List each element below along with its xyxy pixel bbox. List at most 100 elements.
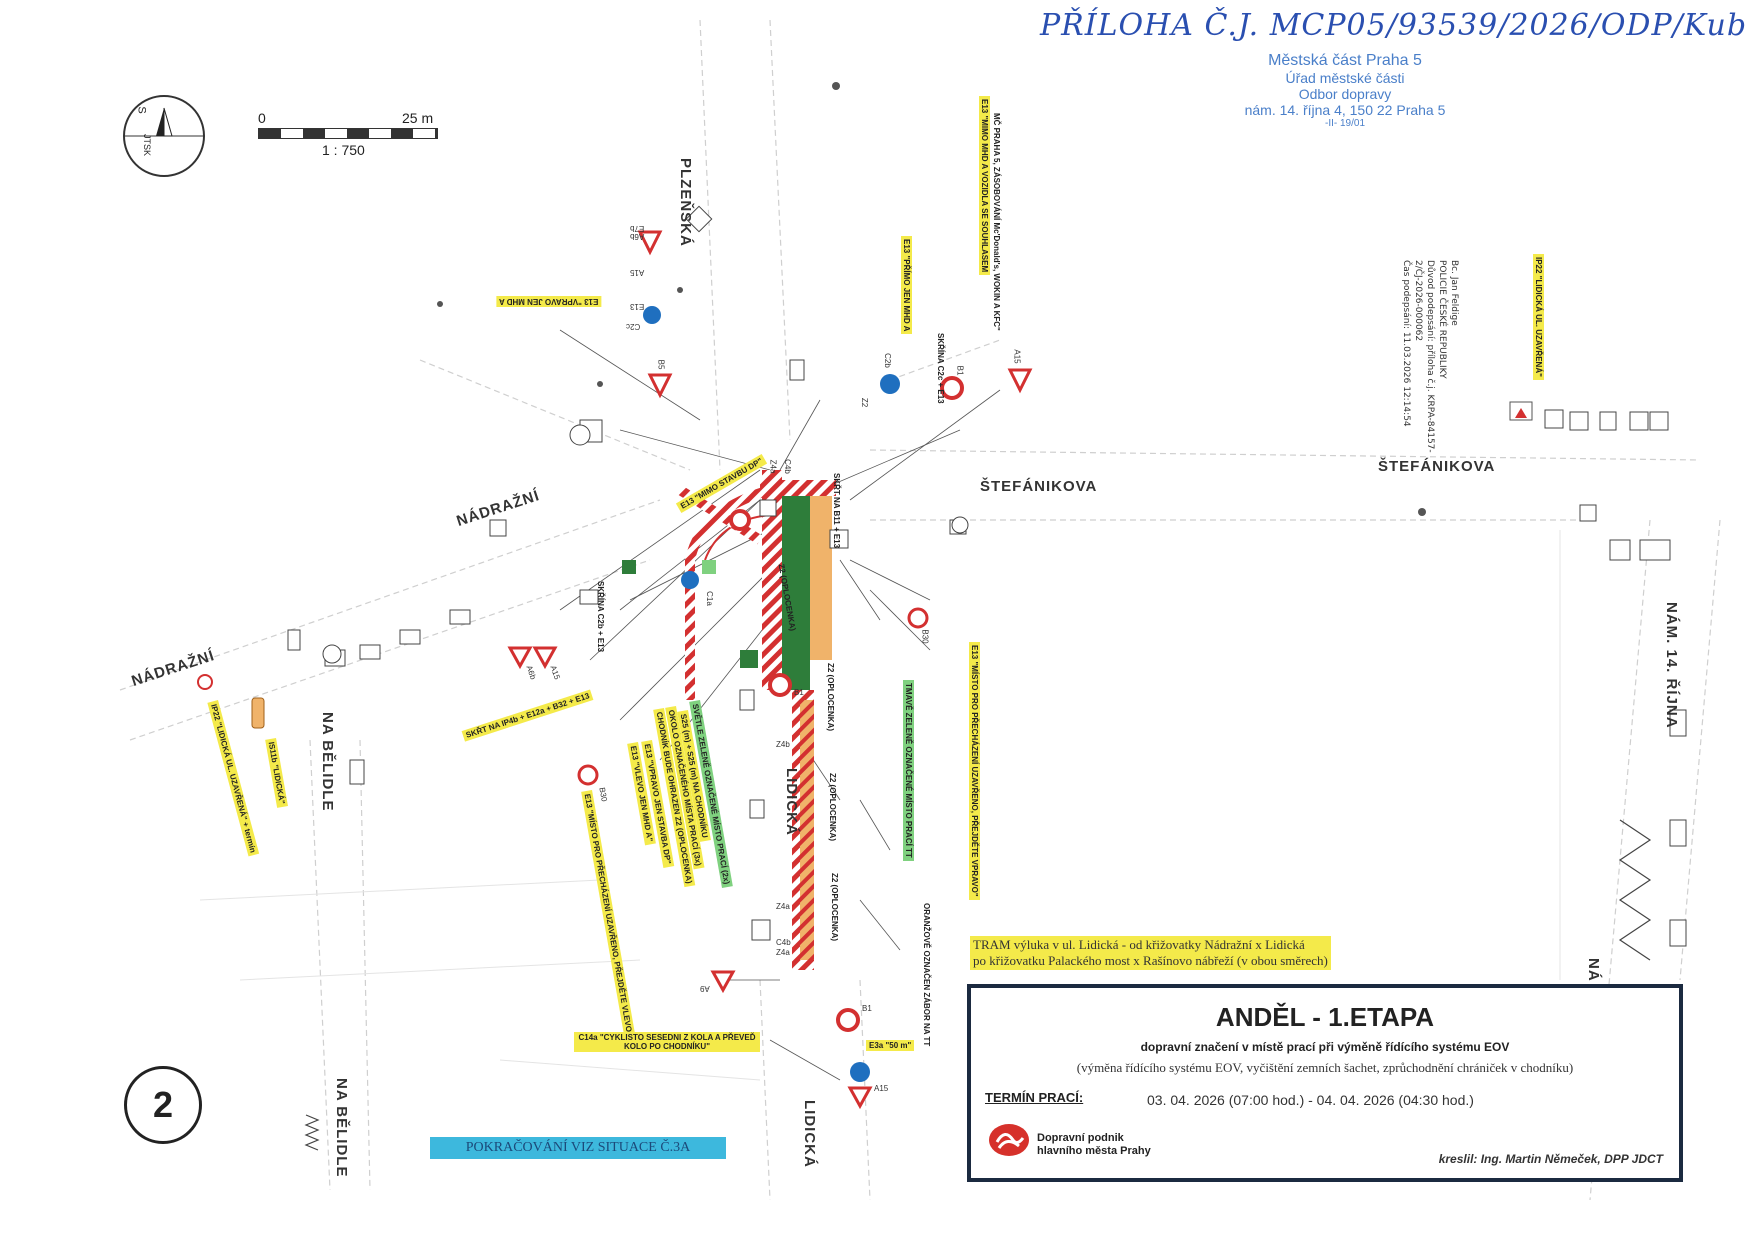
street-nam-14-rijna: NÁM. 14. ŘÍJNA	[1663, 602, 1680, 729]
sign-c2c	[643, 306, 661, 324]
code-b1-bottom: B1	[862, 1004, 872, 1013]
sign-a15-top	[637, 230, 663, 256]
barrier-hatch-lower-orange	[800, 700, 814, 960]
jtsk-label: JTSK	[142, 133, 153, 157]
street-nam-edge: NÁ	[1585, 958, 1602, 982]
code-z4a-mid: Z4a	[776, 902, 790, 911]
term-value: 03. 04. 2026 (07:00 hod.) - 04. 04. 2026…	[1147, 1092, 1474, 1108]
compass-label: S	[135, 106, 148, 114]
sign-b1-top	[940, 376, 964, 400]
signature-line-2: POLICIE ČESKÉ REPUBLIKY	[1437, 260, 1447, 379]
code-b1: B1	[955, 365, 965, 376]
code-z4b: Z4b	[776, 740, 790, 749]
sign-b1-a	[729, 509, 751, 531]
misc-signs	[287, 205, 969, 941]
street-stefanikova-1: ŠTEFÁNIKOVA	[980, 478, 1098, 495]
note-skrina-c2c: SKŘÍNA C2c + E13	[936, 333, 945, 404]
note-skrina-c2b: SKŘÍNA C2b + E13	[596, 581, 605, 653]
stamp-line-4: nám. 14. října 4, 150 22 Praha 5	[1244, 102, 1446, 118]
barrier-hatch-left	[762, 470, 782, 690]
note-e3a: E3a "50 m"	[866, 1040, 915, 1051]
note-mimo-mhd: E13 "MIMO MHD A VOZIDLA SE SOUHLASEM	[979, 96, 990, 276]
work-patch-3	[702, 560, 716, 574]
code-b30-right: B30	[920, 629, 930, 644]
code-a9: A9	[700, 984, 710, 993]
scale-max: 25 m	[402, 110, 434, 126]
code-c2c: C2c	[626, 322, 641, 331]
author: kreslil: Ing. Martin Němeček, DPP JDCT	[1438, 1152, 1663, 1166]
title-block: ANDĚL - 1.ETAPA dopravní značení v místě…	[967, 984, 1683, 1182]
sign-ip22-left	[197, 674, 213, 690]
note-oranzove: ORANŽOVĚ OZNAČEN ZÁBOR NA TT	[922, 903, 931, 1047]
sign-is11b	[251, 697, 265, 729]
sign-b5	[647, 373, 673, 399]
code-c4b: C4b	[782, 459, 792, 474]
sign-c1a	[850, 1062, 870, 1082]
project-subtitle: dopravní značení v místě prací při výměn…	[1140, 1040, 1510, 1054]
code-a15-bottom: A15	[874, 1084, 889, 1093]
note-prechazeni-right: E13 "MÍSTO PRO PŘECHÁZENÍ UZAVŘENO, PŘEJ…	[969, 642, 980, 900]
code-e13: E13	[630, 302, 645, 311]
company-line-1: Dopravní podnik	[1037, 1132, 1124, 1144]
note-z2-oplocenka-3: Z2 (OPLOCENKA)	[830, 873, 839, 941]
stamp-line-5: -II- 19/01	[1324, 118, 1366, 129]
stamp-line-1: Městská část Praha 5	[1268, 52, 1422, 69]
dots	[437, 82, 1426, 516]
code-a6b: A6b	[630, 232, 645, 241]
code-b5: B5	[656, 359, 666, 370]
street-stefanikova-2: ŠTEFÁNIKOVA	[1378, 458, 1496, 475]
project-description: (výměna řídícího systému EOV, vyčištění …	[1076, 1060, 1574, 1075]
stamp-line-3: Odbor dopravy	[1298, 86, 1392, 102]
barrier-curve	[685, 485, 772, 700]
code-z4a: Z4a	[768, 459, 778, 474]
barrier-hatch-top	[760, 480, 836, 496]
term-label: TERMÍN PRACÍ:	[985, 1090, 1084, 1105]
code-z4a-bottom: Z4a	[776, 948, 790, 957]
signature-line-5: Čas podepsání: 11.03.2026 12:14:54	[1401, 260, 1411, 427]
note-z2-oplocenka-1: Z2 (OPLOCENKA)	[826, 663, 835, 731]
code-c4b-bottom: C4b	[776, 938, 791, 947]
tram-note-line-2: po křižovatku Palackého most x Rašínovo …	[973, 953, 1328, 968]
sign-b30-right	[907, 607, 929, 629]
code-a15: A15	[630, 268, 645, 277]
note-skrt-na: SKŘT NA B11 + E13	[832, 473, 841, 549]
work-zone-dark	[780, 490, 810, 690]
company-name: Dopravní podnik hlavního města Prahy	[1037, 1132, 1151, 1158]
signature-line-4: 2/ČJ-2026-000062	[1413, 260, 1423, 342]
sign-a15-bottom	[847, 1086, 873, 1110]
code-c1a: C1a	[704, 591, 714, 606]
electronic-signature: Bc. Jan Feldige POLICIE ČESKÉ REPUBLIKY …	[1400, 260, 1460, 453]
zigzag-left	[304, 1114, 320, 1151]
project-title: ANDĚL - 1.ETAPA	[1215, 1002, 1435, 1032]
dpp-logo-icon	[989, 1124, 1029, 1156]
code-e7b: E7b	[630, 224, 645, 233]
street-na-belidle-1: NA BĚLIDLE	[319, 712, 336, 812]
work-zone-orange	[810, 490, 832, 660]
note-z2-oplocenka-2: Z2 (OPLOCENKA)	[828, 773, 837, 841]
sign-c2b	[880, 374, 900, 394]
sign-c2a	[681, 571, 699, 589]
sign-b1-c	[836, 1008, 860, 1032]
street-na-belidle-2: NA BĚLIDLE	[333, 1078, 350, 1178]
note-zasobovani: MČ PRAHA 5, ZÁSOBOVÁNÍ Mc'Donald's, WOKI…	[992, 113, 1001, 331]
compass-icon	[123, 95, 205, 177]
scale-zero: 0	[258, 110, 266, 126]
scale-bar	[258, 128, 438, 139]
signature-line-3: Důvod podepsání: příloha č.j. KRPA-84157…	[1425, 260, 1435, 453]
sign-b30-left	[577, 764, 599, 786]
signature-line-1: Bc. Jan Feldige	[1449, 260, 1459, 326]
tram-note-line-1: TRAM výluka v ul. Lidická - od křižovatk…	[973, 937, 1305, 952]
continuation-note: POKRAČOVÁNÍ VIZ SITUACE Č.3A	[430, 1137, 726, 1159]
sign-a9	[710, 970, 736, 994]
situation-number: 2	[124, 1066, 202, 1144]
handwritten-reference: PŘÍLOHA Č.J. MCP05/93539/2026/ODP/Kub	[1040, 8, 1748, 43]
sign-a15-left	[532, 646, 558, 670]
sign-a6b	[507, 646, 533, 670]
note-ip22-right: IP22 "LIDICKÁ UL. UZAVŘENÁ"	[1533, 254, 1544, 380]
code-a15-right: A15	[1012, 349, 1022, 364]
zigzag-right	[1618, 819, 1652, 961]
note-tmave-zelene: TMAVĚ ZELENĚ OZNAČENÉ MÍSTO PRACÍ TT	[903, 680, 914, 861]
street-plzenska: PLZEŇSKÁ	[677, 158, 694, 247]
sign-b1-b	[768, 673, 792, 697]
